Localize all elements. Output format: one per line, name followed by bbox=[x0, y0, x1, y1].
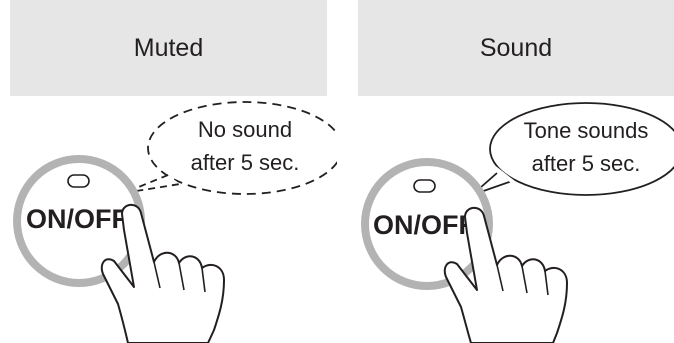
muted-illustration: No sound after 5 sec. ON/OFF bbox=[0, 0, 337, 343]
sound-bubble-line2: after 5 sec. bbox=[532, 151, 641, 176]
muted-speech-bubble: No sound after 5 sec. bbox=[124, 102, 337, 194]
muted-onoff-label: ON/OFF bbox=[26, 204, 128, 234]
indicator-led-icon bbox=[68, 175, 89, 187]
sound-panel: Sound Tone sounds after 5 sec. ON/OFF bbox=[337, 0, 674, 343]
muted-bubble-line2: after 5 sec. bbox=[191, 150, 300, 175]
indicator-led-icon bbox=[414, 180, 435, 192]
sound-illustration: Tone sounds after 5 sec. ON/OFF bbox=[337, 0, 674, 343]
muted-panel: Muted No sound after 5 sec. ON/OFF bbox=[0, 0, 337, 343]
sound-bubble-line1: Tone sounds bbox=[524, 118, 649, 143]
sound-onoff-label: ON/OFF bbox=[373, 210, 475, 240]
sound-speech-bubble: Tone sounds after 5 sec. bbox=[472, 103, 674, 195]
muted-bubble-line1: No sound bbox=[198, 117, 292, 142]
